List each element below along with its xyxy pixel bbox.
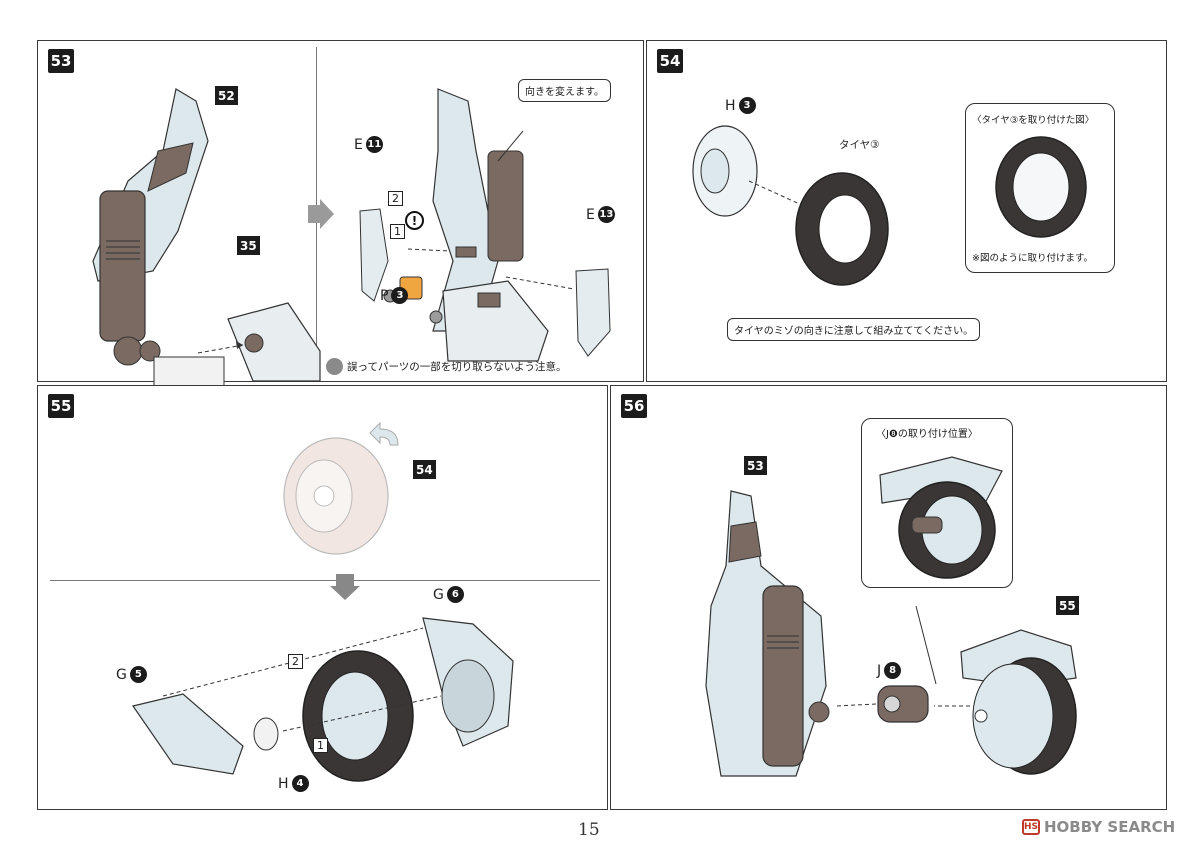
j8-position-illustration (879, 456, 1003, 579)
watermark-text: HOBBY SEARCH (1044, 818, 1176, 836)
j8-position-inset: 〈J❽の取り付け位置〉 (861, 418, 1013, 588)
caution-icon (326, 358, 343, 375)
step-badge: 54 (657, 49, 683, 73)
step-badge: 56 (621, 394, 647, 418)
arm-53-illustration (705, 490, 830, 777)
part-53-marker: 53 (744, 456, 767, 475)
step-badge: 53 (48, 49, 74, 73)
inset-note: ※図のように取り付けます。 (972, 253, 1094, 264)
page-number: 15 (578, 820, 600, 840)
part-55-marker: 55 (1056, 596, 1079, 615)
part-54-marker: 54 (413, 460, 436, 479)
wheel-assembly-illustration (132, 617, 514, 782)
order-step-1: 1 (390, 224, 405, 239)
inset-title: 〈J❽の取り付け位置〉 (876, 429, 978, 440)
part-35-marker: 35 (237, 236, 260, 255)
tire-mounted-inset: 〈タイヤ③を取り付けた図〉 ※図のように取り付けます。 (965, 103, 1115, 273)
substep-divider (50, 580, 600, 581)
part-j8-illustration (835, 605, 970, 723)
order-step-2: 2 (288, 654, 303, 669)
wheel-tire-illustration (692, 125, 889, 286)
order-step-1: 1 (313, 738, 328, 753)
cutting-caution-note: 誤ってパーツの一部を切り取らないよう注意。 (326, 358, 567, 375)
rotate-arrow-icon (369, 421, 399, 446)
order-step-2: 2 (388, 191, 403, 206)
tire-mounted-illustration (995, 136, 1087, 238)
warning-icon: ! (405, 211, 424, 230)
wheel-54-illustration (283, 437, 389, 555)
groove-direction-note: タイヤのミゾの向きに注意して組み立ててください。 (727, 318, 981, 341)
watermark-logo-icon: HS (1022, 819, 1040, 835)
inset-title: 〈タイヤ③を取り付けた図〉 (972, 115, 1095, 126)
arm-assembly-illustration (92, 88, 321, 390)
tire-label: タイヤ③ (839, 139, 880, 151)
step-badge: 55 (48, 394, 74, 418)
orientation-callout: 向きを変えます。 (518, 79, 611, 102)
part-52-marker: 52 (215, 86, 238, 105)
arrow-right-icon (308, 199, 334, 229)
arrow-down-icon (330, 574, 360, 600)
wheel-assembly-55-illustration (960, 629, 1077, 775)
arm-reoriented-illustration (359, 88, 611, 362)
watermark: HS HOBBY SEARCH (1022, 818, 1175, 836)
